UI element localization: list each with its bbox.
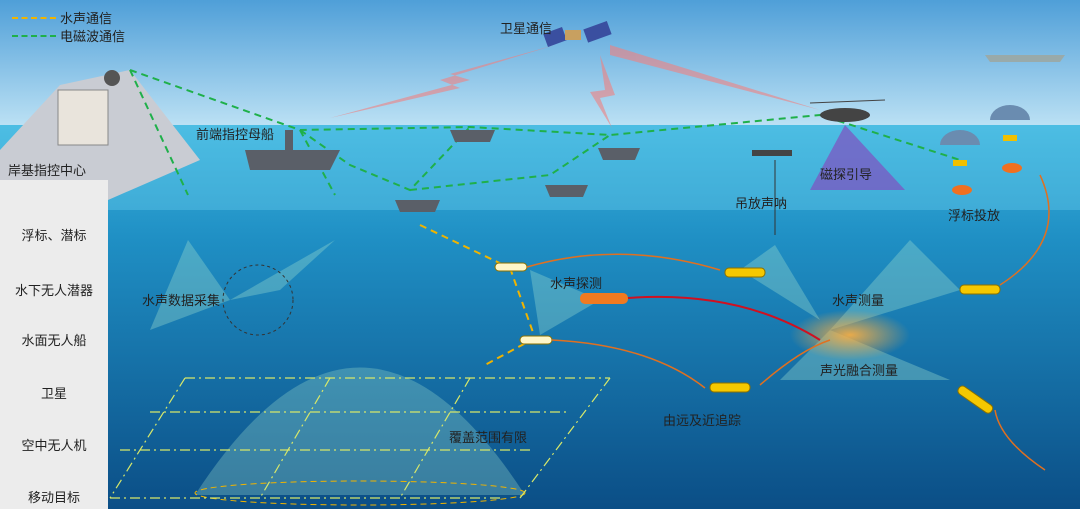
- satellite-icon: [543, 20, 612, 47]
- satellite-dish-icon: [104, 70, 120, 86]
- sidebar-item: 浮标、潜标: [21, 229, 87, 244]
- legend-label: 水声通信: [60, 12, 113, 27]
- label-acoustic-measure: 水声测量: [832, 294, 885, 309]
- label-dipping-sonar: 吊放声呐: [735, 197, 788, 212]
- em-dash-icon: [12, 34, 56, 37]
- label-fusion-measure: 声光融合测量: [820, 364, 899, 379]
- label-shore-center: 岸基指控中心: [8, 164, 87, 179]
- fusion-glow: [790, 310, 910, 360]
- building-icon: [57, 89, 109, 146]
- ship-icons: [245, 130, 640, 212]
- sidebar-item: 空中无人机: [21, 439, 87, 454]
- legend-em: 电磁波通信: [12, 26, 125, 45]
- legend-label: 电磁波通信: [60, 30, 126, 45]
- satellite-comm-links: [330, 45, 820, 128]
- label-satellite-comm: 卫星通信: [500, 22, 553, 37]
- sky: [0, 0, 1080, 130]
- sidebar-legend: 浮标、潜标 水下无人潜器 水面无人船 卫星 空中无人机 移动目标: [0, 180, 108, 509]
- parachute-buoy-icons: [940, 105, 1030, 195]
- sidebar-item: 卫星: [40, 387, 67, 402]
- aircraft-icons: [752, 55, 1065, 235]
- label-acoustic-data: 水声数据采集: [142, 294, 221, 309]
- label-magnetic-guidance: 磁探引导: [820, 168, 873, 183]
- magnetic-cone: [810, 125, 905, 190]
- sidebar-item: 水面无人船: [21, 334, 87, 349]
- label-mother-ship: 前端指控母船: [196, 128, 275, 143]
- label-buoy-deploy: 浮标投放: [948, 209, 1001, 224]
- coverage-dome: [195, 367, 525, 495]
- label-acoustic-detect: 水声探测: [550, 277, 603, 292]
- label-tracking: 由远及近追踪: [663, 414, 742, 429]
- legend-acoustic: 水声通信: [12, 8, 112, 27]
- acoustic-dash-icon: [12, 16, 56, 19]
- acoustic-links: [419, 224, 536, 366]
- label-coverage: 覆盖范围有限: [449, 431, 528, 446]
- fish-school-icon: [222, 264, 294, 336]
- seabed-grid: [109, 377, 611, 499]
- sidebar-item: 移动目标: [27, 491, 80, 506]
- submarine-target-icon: [580, 293, 628, 304]
- tracking-arrows: [526, 174, 1050, 471]
- uuv-icons: [494, 262, 1001, 414]
- sidebar-item: 水下无人潜器: [14, 284, 93, 299]
